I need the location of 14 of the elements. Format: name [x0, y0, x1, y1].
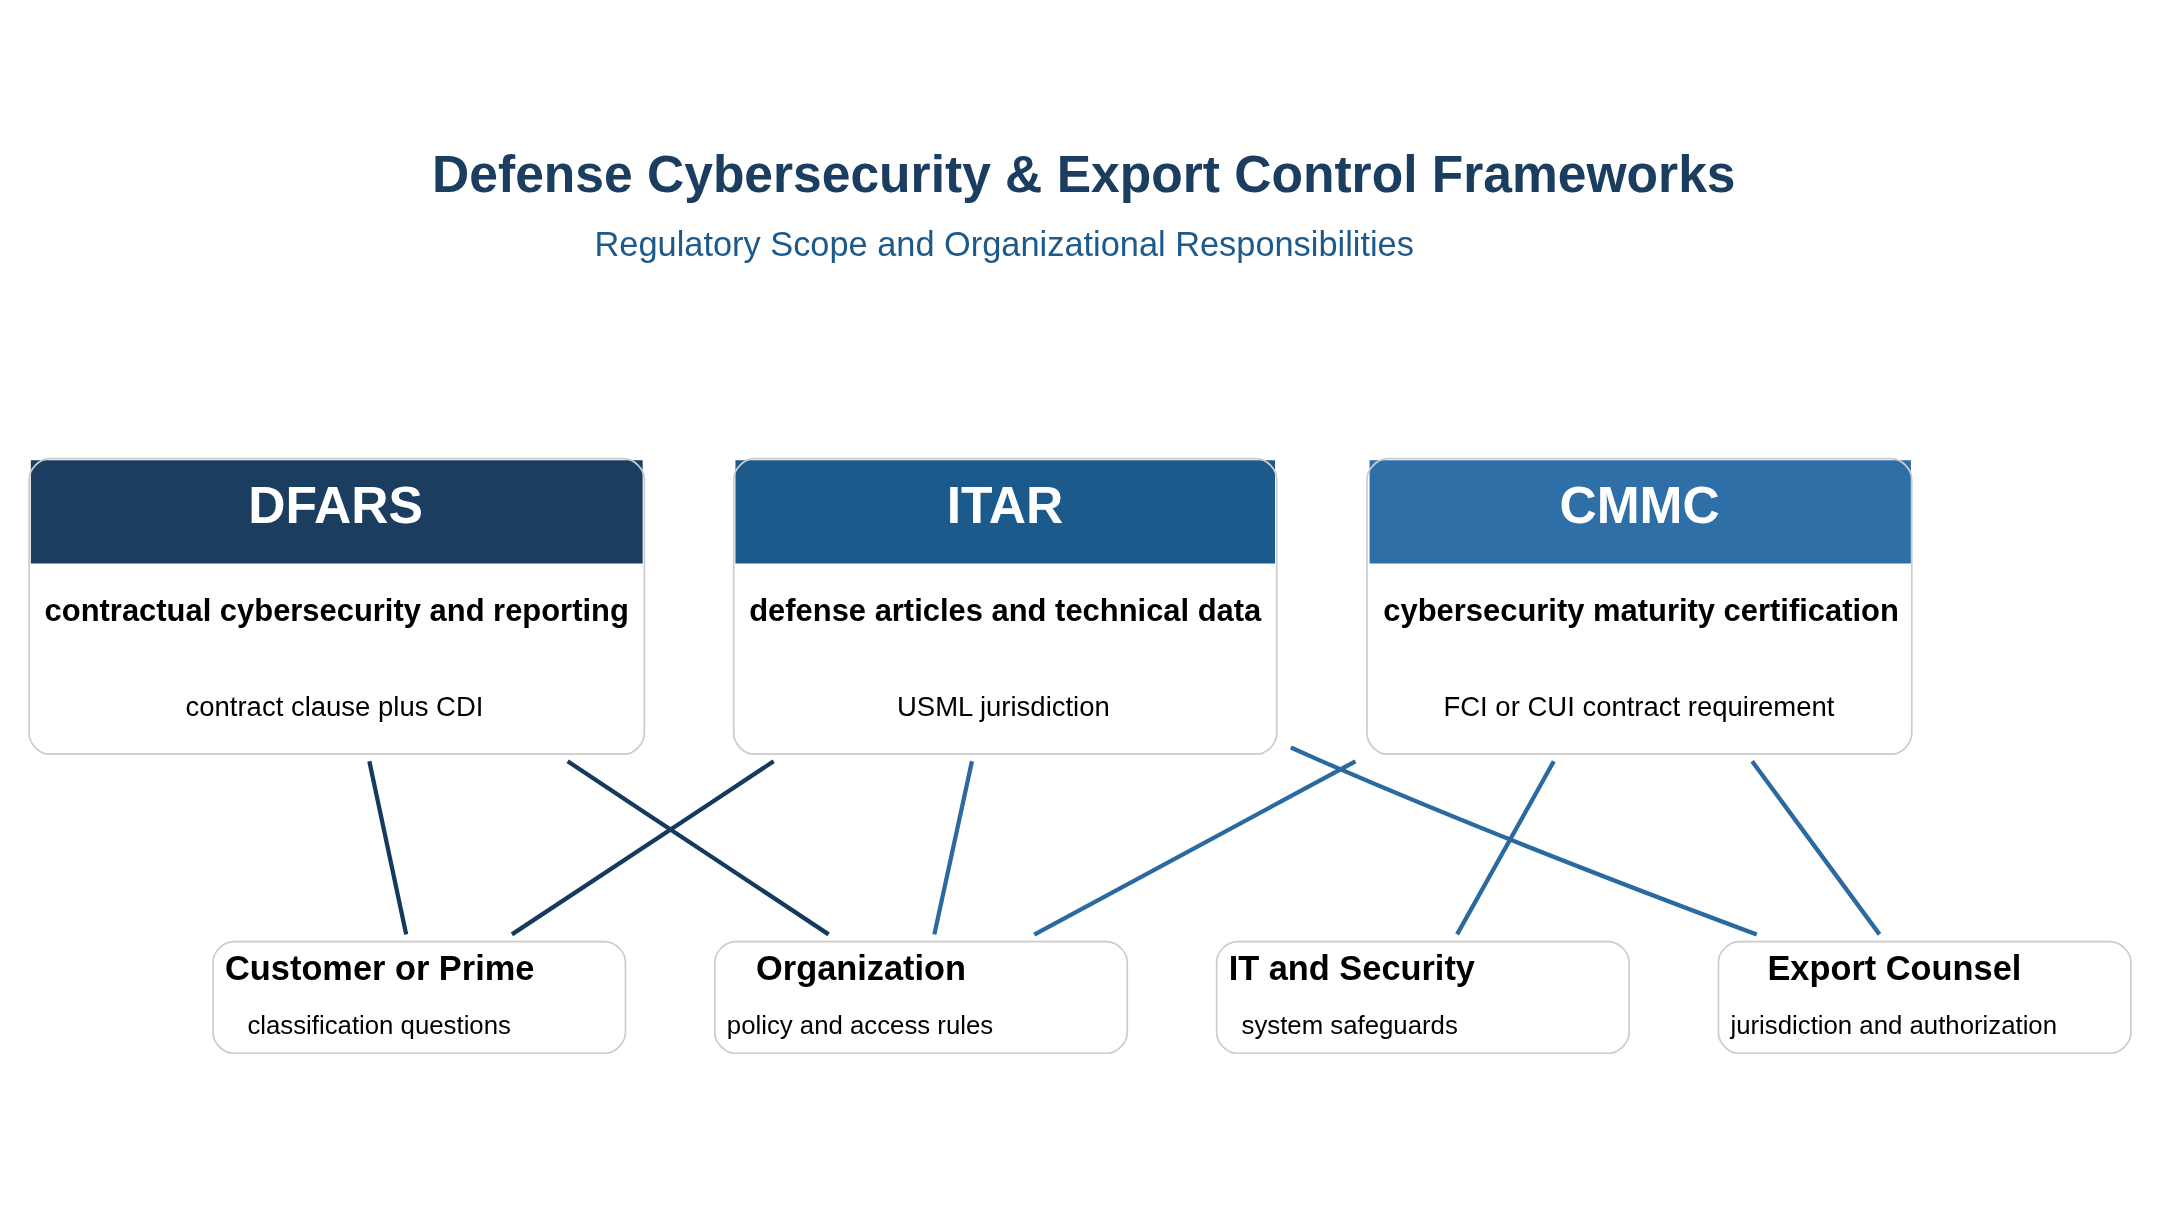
connector: [1750, 760, 1882, 936]
connector: [1290, 745, 1758, 937]
diagram-title: Defense Cybersecurity & Export Control Frameworks: [432, 145, 1736, 204]
connector: [1455, 760, 1556, 936]
label: Regulatory Scope and Organizational Responsibilities: [594, 224, 1414, 263]
node-box: Export Counsel jurisdiction and authorization: [1717, 940, 2132, 1055]
connector: [566, 759, 830, 937]
connector: [367, 760, 409, 935]
connector: [510, 759, 775, 937]
connector: [1033, 759, 1357, 937]
node-box: IT and Security system safeguards: [1215, 940, 1630, 1055]
connector: [932, 760, 975, 935]
node-box: Organization policy and access rules: [713, 940, 1129, 1055]
node-box: Customer or Prime classification questions: [212, 940, 627, 1055]
